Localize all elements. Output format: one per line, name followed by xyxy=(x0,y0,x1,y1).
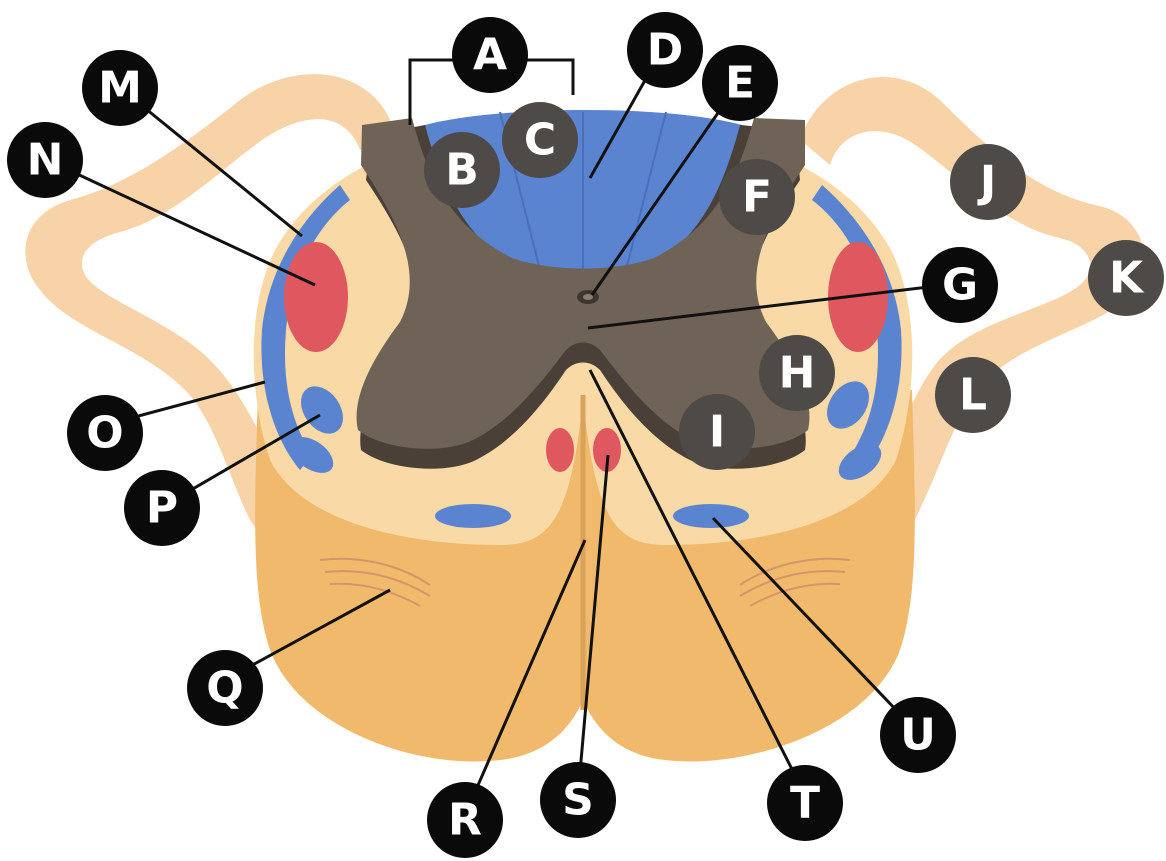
label-p: P xyxy=(146,483,178,534)
label-r: R xyxy=(448,795,482,846)
label-e: E xyxy=(725,58,755,109)
marker-g: G xyxy=(922,247,998,323)
right-anterior-blue-tract xyxy=(673,504,749,528)
left-lateral-red-tract xyxy=(284,242,348,352)
marker-i: I xyxy=(679,394,755,470)
label-b: B xyxy=(445,145,479,196)
label-m: M xyxy=(98,63,142,114)
label-h: H xyxy=(779,348,816,399)
label-i: I xyxy=(709,407,725,458)
marker-k: K xyxy=(1088,240,1164,316)
label-t: T xyxy=(790,778,820,829)
marker-q: Q xyxy=(187,650,263,726)
marker-t: T xyxy=(767,765,843,841)
label-k: K xyxy=(1109,253,1145,304)
label-a: A xyxy=(473,30,507,81)
label-n: N xyxy=(27,135,64,186)
label-l: L xyxy=(959,370,987,421)
marker-n: N xyxy=(7,122,83,198)
marker-j: J xyxy=(950,144,1026,220)
marker-r: R xyxy=(427,782,503,858)
label-f: F xyxy=(742,172,772,223)
marker-b: B xyxy=(424,132,500,208)
label-u: U xyxy=(900,710,936,761)
marker-f: F xyxy=(719,159,795,235)
marker-s: S xyxy=(540,762,616,838)
label-d: D xyxy=(647,25,684,76)
marker-e: E xyxy=(702,45,778,121)
marker-a: A xyxy=(452,17,528,93)
central-canal-lumen xyxy=(583,294,593,300)
label-o: O xyxy=(86,408,123,459)
label-j: J xyxy=(977,157,996,208)
label-s: S xyxy=(562,775,594,826)
spinal-cord xyxy=(254,110,915,762)
label-g: G xyxy=(942,260,978,311)
marker-u: U xyxy=(880,697,956,773)
marker-o: O xyxy=(67,395,143,471)
marker-m: M xyxy=(82,50,158,126)
marker-d: D xyxy=(627,12,703,88)
left-anterior-blue-tract xyxy=(435,504,511,528)
label-c: C xyxy=(524,115,556,166)
label-q: Q xyxy=(206,663,243,714)
marker-c: C xyxy=(502,102,578,178)
marker-h: H xyxy=(759,335,835,411)
marker-p: P xyxy=(124,470,200,546)
left-anterior-red-tract xyxy=(546,428,574,472)
marker-l: L xyxy=(935,357,1011,433)
